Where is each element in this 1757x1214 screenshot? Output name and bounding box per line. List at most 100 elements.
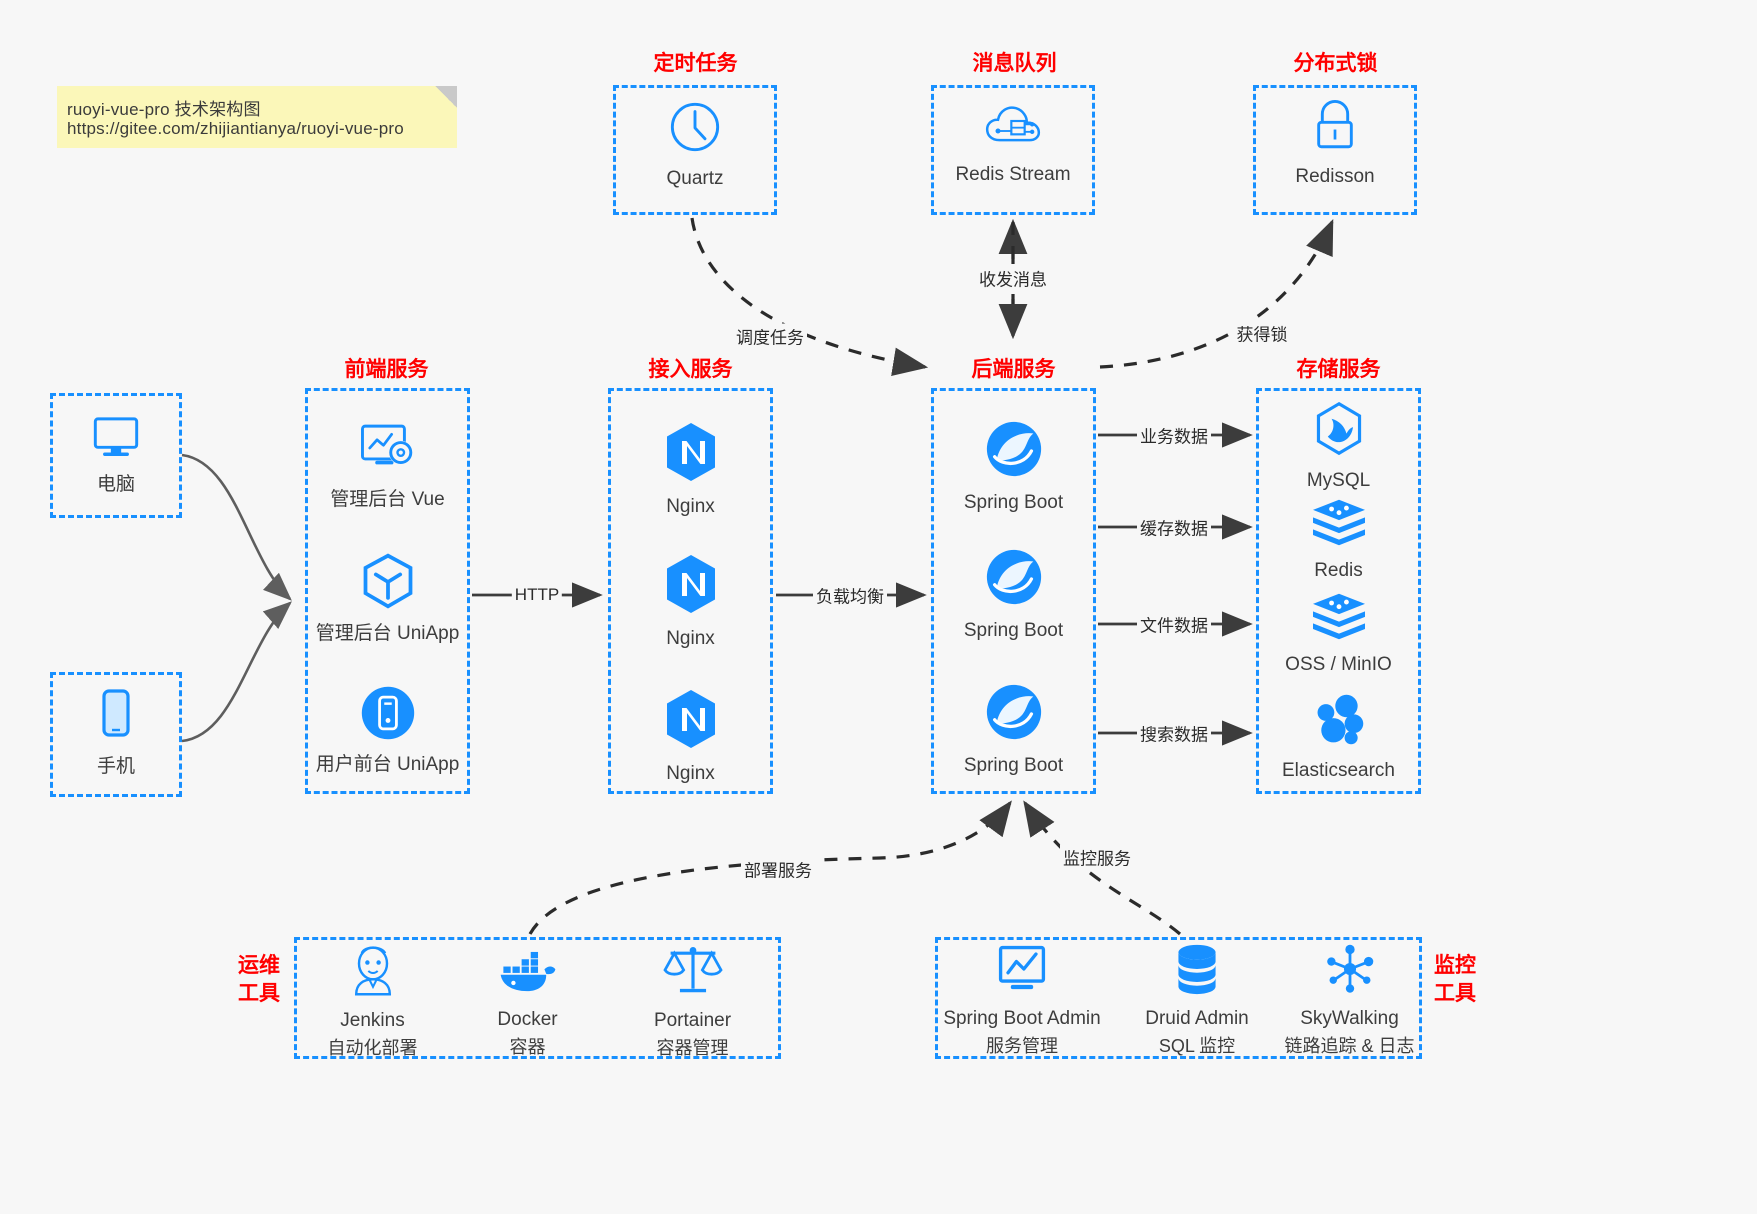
node-nginx-3[interactable]: Nginx [608, 687, 773, 785]
node-label: Druid Admin [1145, 1008, 1249, 1029]
edge-label-search-data: 搜索数据 [1137, 720, 1211, 746]
elasticsearch-icon [1311, 692, 1367, 753]
desktop-icon [88, 412, 144, 467]
node-sublabel: 容器管理 [656, 1038, 729, 1059]
group-box-backend [931, 388, 1096, 794]
group-box-frontend [305, 388, 470, 794]
mysql-icon [1311, 400, 1367, 463]
node-redis-stream[interactable]: Redis Stream [947, 100, 1079, 186]
monitor-chart-icon [993, 942, 1051, 1001]
group-title-mq: 消息队列 [972, 52, 1057, 75]
node-nginx-2[interactable]: Nginx [608, 552, 773, 650]
mobile-icon [93, 686, 139, 749]
node-spring-boot-2[interactable]: Spring Boot [931, 546, 1096, 642]
node-spring-boot-1[interactable]: Spring Boot [931, 418, 1096, 514]
node-label: Portainer [653, 1010, 732, 1031]
node-sublabel: 容器 [509, 1037, 546, 1058]
node-label: Nginx [666, 628, 715, 649]
node-spring-boot-3[interactable]: Spring Boot [931, 681, 1096, 777]
note-fold-icon [435, 86, 457, 108]
node-label: SkyWalking [1300, 1008, 1399, 1029]
cloud-stream-icon [983, 100, 1043, 157]
node-label: 手机 [96, 756, 135, 777]
database-icon [1171, 942, 1223, 1001]
spring-icon [983, 681, 1045, 748]
group-box-client-desktop [50, 393, 182, 518]
group-title-backend: 后端服务 [971, 358, 1056, 381]
node-oss-minio[interactable]: OSS / MinIO [1256, 590, 1421, 676]
group-title-storage: 存储服务 [1296, 358, 1381, 381]
node-label: 用户前台 UniApp [315, 754, 460, 775]
group-title-frontend: 前端服务 [344, 358, 429, 381]
node-label: 管理后台 UniApp [315, 623, 460, 644]
node-portainer[interactable]: Portainer 容器管理 [620, 942, 765, 1060]
node-label: Nginx [666, 496, 715, 517]
group-box-storage [1256, 388, 1421, 794]
node-quartz[interactable]: Quartz [643, 98, 747, 190]
group-box-mq [931, 85, 1095, 215]
spring-icon [983, 418, 1045, 485]
group-box-devops [294, 937, 781, 1059]
sticky-note: ruoyi-vue-pro 技术架构图 https://gitee.com/zh… [57, 86, 457, 148]
spring-icon [983, 546, 1045, 613]
nginx-icon [662, 687, 720, 756]
node-spring-boot-admin[interactable]: Spring Boot Admin 服务管理 [932, 942, 1112, 1058]
node-nginx-1[interactable]: Nginx [608, 420, 773, 518]
node-docker[interactable]: Docker 容器 [455, 947, 600, 1059]
node-mobile[interactable]: 手机 [66, 686, 166, 778]
node-elasticsearch[interactable]: Elasticsearch [1256, 692, 1421, 782]
clock-icon [666, 98, 724, 161]
node-jenkins[interactable]: Jenkins 自动化部署 [300, 942, 445, 1060]
edge-label-file-data: 文件数据 [1137, 611, 1211, 637]
group-title-lock: 分布式锁 [1293, 52, 1378, 75]
node-label: Docker [497, 1009, 558, 1030]
node-sublabel: 服务管理 [986, 1036, 1058, 1057]
group-box-gateway [608, 388, 773, 794]
lock-icon [1307, 96, 1363, 159]
group-title-scheduler: 定时任务 [653, 52, 738, 75]
group-box-client-mobile [50, 672, 182, 797]
edge-label-business-data: 业务数据 [1137, 422, 1211, 448]
node-user-uniapp[interactable]: 用户前台 UniApp [305, 684, 470, 776]
node-redis[interactable]: Redis [1256, 496, 1421, 582]
edge-label-cache-data: 缓存数据 [1137, 514, 1211, 540]
node-druid-admin[interactable]: Druid Admin SQL 监控 [1117, 942, 1277, 1058]
group-title-devops-line2: 工具 [238, 982, 280, 1005]
node-label: OSS / MinIO [1285, 654, 1392, 675]
node-label: Spring Boot [963, 620, 1064, 641]
node-label: Redis Stream [955, 164, 1071, 185]
node-mysql[interactable]: MySQL [1256, 400, 1421, 492]
node-label: Quartz [666, 168, 724, 189]
edge-label-acquire-lock: 获得锁 [1233, 320, 1291, 346]
phone-circle-icon [359, 684, 417, 747]
group-title-gateway: 接入服务 [648, 358, 733, 381]
edge-label-load-balance: 负载均衡 [813, 582, 887, 608]
node-label: Spring Boot [963, 492, 1064, 513]
node-admin-vue[interactable]: 管理后台 Vue [305, 419, 470, 511]
note-line-title: ruoyi-vue-pro 技术架构图 [67, 100, 261, 119]
node-label: 电脑 [96, 474, 135, 495]
node-label: Redis [1314, 560, 1363, 581]
skywalking-icon [1322, 942, 1378, 1001]
edge-label-send-receive-message: 收发消息 [976, 265, 1050, 291]
group-title-devops-line1: 运维 [238, 954, 280, 977]
node-desktop[interactable]: 电脑 [66, 412, 166, 496]
node-admin-uniapp[interactable]: 管理后台 UniApp [305, 551, 470, 645]
node-label: Spring Boot [963, 755, 1064, 776]
node-skywalking[interactable]: SkyWalking 链路追踪 & 日志 [1262, 942, 1437, 1058]
redis-icon [1309, 496, 1369, 553]
oss-icon [1309, 590, 1369, 647]
dashboard-gear-icon [357, 419, 419, 482]
group-title-monitor-line1: 监控 [1434, 954, 1476, 977]
node-sublabel: 自动化部署 [327, 1038, 418, 1059]
edge-label-deploy-service: 部署服务 [741, 856, 815, 882]
node-label: Spring Boot Admin [943, 1008, 1101, 1029]
group-box-monitor [935, 937, 1422, 1059]
group-box-lock [1253, 85, 1417, 215]
group-title-monitor-line2: 工具 [1434, 982, 1476, 1005]
node-redisson[interactable]: Redisson [1283, 96, 1387, 188]
cube-icon [358, 551, 418, 616]
node-label: MySQL [1306, 470, 1371, 491]
node-sublabel: 链路追踪 & 日志 [1284, 1036, 1415, 1057]
